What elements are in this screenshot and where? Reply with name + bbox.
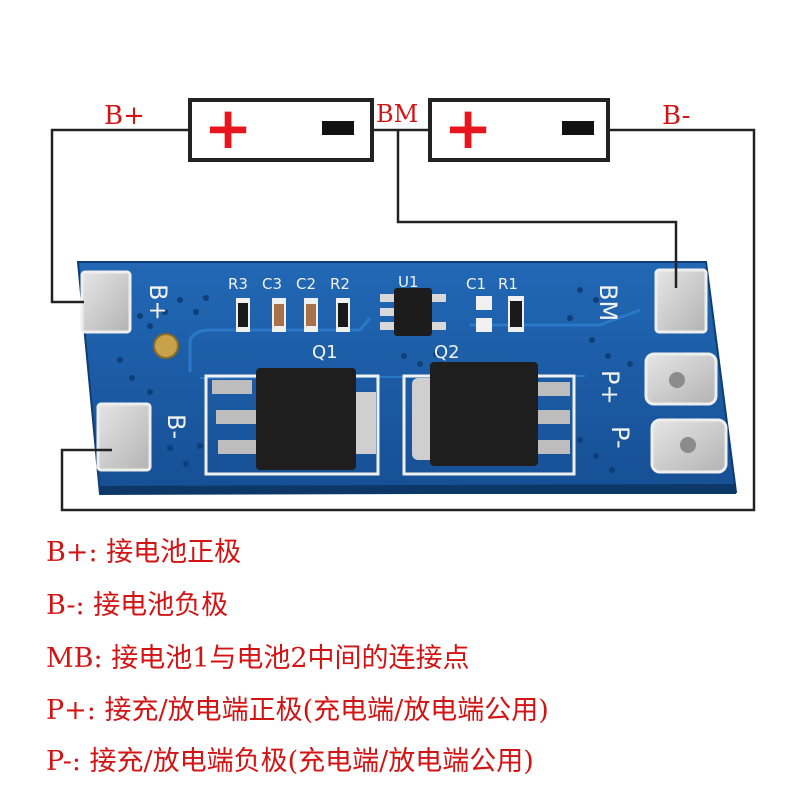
legend-line-p-plus: P+: 接充/放电端正极(充电端/放电端公用): [46, 688, 549, 727]
silk-c3: C3: [262, 275, 282, 293]
battery-cell-1: +: [188, 94, 374, 162]
pad-b-minus: [96, 402, 152, 472]
wiring: [50, 128, 756, 512]
silk-u1: U1: [398, 273, 419, 291]
smd-capacitor-c1: [476, 296, 492, 332]
silk-b-minus: B-: [162, 414, 190, 439]
smd-resistor-r2: [336, 298, 350, 332]
legend-description: 接充/放电端负极(充电端/放电端公用): [89, 746, 534, 777]
legend-key: B+: [46, 537, 89, 568]
silk-bm: BM: [594, 284, 622, 321]
battery-positive-symbol: +: [444, 94, 493, 162]
silk-c2: C2: [296, 275, 316, 293]
legend-line-b-plus: B+: 接电池正极: [46, 530, 241, 569]
legend-line-mb: MB: 接电池1与电池2中间的连接点: [46, 636, 470, 675]
smd-resistor-r3: [236, 298, 250, 332]
ic-u1: [380, 288, 446, 336]
legend-separator: :: [93, 643, 103, 674]
test-point: [153, 333, 179, 359]
legend-key: P+: [46, 695, 87, 726]
smd-capacitor-c3: [272, 298, 286, 332]
silk-q1: Q1: [312, 342, 338, 363]
silk-p-minus: P-: [606, 426, 634, 449]
legend-separator: :: [71, 746, 81, 777]
legend-description: 接电池正极: [106, 537, 242, 568]
legend-separator: :: [86, 695, 96, 726]
pad-p-plus: [644, 352, 718, 406]
legend-key: MB: [46, 643, 94, 674]
battery-positive-symbol: +: [204, 94, 253, 162]
legend-key: P-: [46, 746, 72, 777]
legend-separator: :: [88, 537, 98, 568]
legend-separator: :: [75, 590, 85, 621]
silk-r3: R3: [228, 275, 248, 293]
silk-p-plus: P+: [596, 370, 624, 405]
pad-b-plus: [80, 270, 132, 334]
silk-c1: C1: [466, 275, 486, 293]
legend-line-p-minus: P-: 接充/放电端负极(充电端/放电端公用): [46, 739, 534, 778]
label-b-plus: B+: [104, 101, 145, 131]
label-b-minus: B-: [662, 101, 690, 131]
pad-p-minus: [650, 418, 728, 474]
silk-b-plus: B+: [144, 284, 172, 321]
pad-bm: [654, 268, 708, 334]
silk-r2: R2: [330, 275, 350, 293]
mosfet-q1: [212, 368, 376, 470]
mosfet-q2: [412, 362, 570, 466]
battery-negative-symbol: [322, 121, 354, 135]
legend-description: 接电池1与电池2中间的连接点: [111, 643, 470, 674]
legend-description: 接充/放电端正极(充电端/放电端公用): [104, 695, 549, 726]
silk-q2: Q2: [434, 342, 460, 363]
smd-capacitor-c2: [304, 298, 318, 332]
label-bm: BM: [376, 100, 418, 128]
smd-resistor-r1: [508, 296, 524, 332]
silk-r1: R1: [498, 275, 518, 293]
battery-negative-symbol: [562, 121, 594, 135]
legend-line-b-minus: B-: 接电池负极: [46, 583, 228, 622]
legend-description: 接电池负极: [93, 590, 229, 621]
battery-cell-2: +: [428, 94, 610, 162]
legend-key: B-: [46, 590, 76, 621]
